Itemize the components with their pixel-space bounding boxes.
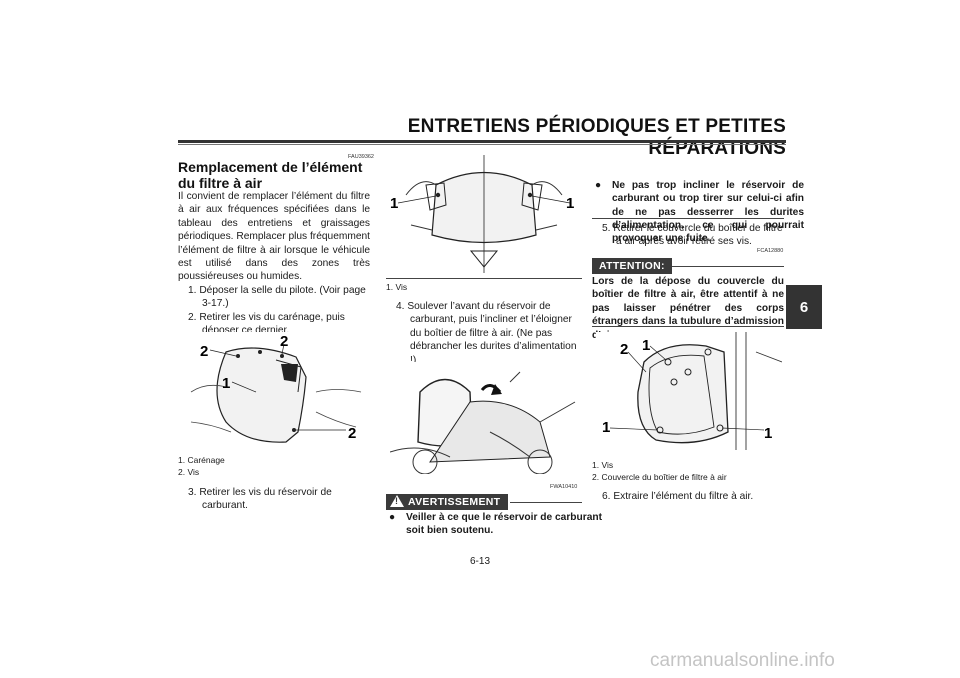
step-4: 4. Soulever l’avant du réservoir de carb…: [396, 301, 577, 366]
fig2-caption-1: 1. Vis: [386, 282, 408, 292]
section-heading: Remplacement de l’élément du filtre à ai…: [178, 159, 363, 191]
fig3-caption-2: 2. Couvercle du boîtier de filtre à air: [592, 472, 727, 482]
fig2-label-left: 1: [390, 195, 398, 212]
caution-bullet: ● Ne pas trop incliner le réservoir de c…: [592, 179, 804, 246]
chapter-tab: 6: [786, 285, 822, 329]
bullet-icon: ●: [389, 512, 396, 523]
fig3-label-screw-b: 1: [602, 419, 610, 436]
fig3-label-cover: 2: [620, 341, 628, 358]
warning-code: FWA10410: [550, 484, 578, 490]
fairing-figure: 2 2 1 2: [186, 332, 364, 450]
bullet-icon: ●: [595, 179, 602, 191]
header-rule-thin: [178, 144, 786, 145]
step-2: 2. Retirer les vis du carénage, puis dép…: [188, 311, 345, 337]
attention-label: ATTENTION:: [592, 256, 672, 274]
step-6-block: 6. Extraire l’élément du filtre à air.: [592, 490, 784, 503]
step-5-block: 5. Retirer le couvercle du boîtier de fi…: [592, 222, 784, 249]
page-title: ENTRETIENS PÉRIODIQUES ET PETITES RÉPARA…: [407, 116, 786, 159]
fig1-caption-2: 2. Vis: [178, 467, 200, 477]
watermark: carmanualsonline.info: [650, 650, 835, 671]
step-3-block: 3. Retirer les vis du réservoir de carbu…: [178, 486, 370, 513]
fig3-label-screw-a: 1: [642, 337, 650, 354]
section-code: FAU39362: [348, 154, 374, 160]
fig2-label-right: 1: [566, 195, 574, 212]
fig2-rule: [386, 278, 582, 279]
step-5: 5. Retirer le couvercle du boîtier de fi…: [602, 223, 783, 248]
airbox-cover-figure: 2 1 1 1: [596, 332, 782, 454]
fig1-label-screw-b: 2: [280, 333, 288, 350]
fig3-caption-1: 1. Vis: [592, 460, 614, 470]
step-4-block: 4. Soulever l’avant du réservoir de carb…: [386, 300, 582, 367]
lift-tank-figure: [390, 362, 580, 474]
warning-label: ! AVERTISSEMENT: [386, 492, 509, 510]
intro-paragraph: Il convient de remplacer l’élément du fi…: [178, 191, 370, 283]
warning-rule: [510, 502, 582, 503]
fig1-label-screw-a: 2: [200, 343, 208, 360]
fig1-caption-1: 1. Carénage: [178, 455, 225, 465]
attention-code: FCA12880: [757, 248, 784, 254]
fig3-label-screw-c: 1: [764, 425, 772, 442]
warning-label-text: AVERTISSEMENT: [408, 496, 501, 508]
attention-label-text: ATTENTION:: [592, 258, 672, 274]
warning-bullet: ● Veiller à ce que le réservoir de carbu…: [386, 511, 602, 538]
tank-screws-figure: 1 1: [386, 155, 582, 275]
warning-text: Veiller à ce que le réservoir de carbura…: [406, 512, 602, 537]
warning-triangle-icon: !: [395, 496, 399, 506]
fig1-label-fairing: 1: [222, 375, 230, 392]
attention-end-rule: [592, 326, 784, 327]
step-1: 1. Déposer la selle du pilote. (Voir pag…: [188, 284, 366, 310]
left-column: Il convient de remplacer l’élément du fi…: [178, 190, 370, 337]
step-6: 6. Extraire l’élément du filtre à air.: [602, 491, 754, 502]
step-3: 3. Retirer les vis du réservoir de carbu…: [188, 487, 332, 512]
header-rule: [178, 140, 786, 143]
caution-bullet-text: Ne pas trop incliner le réservoir de car…: [612, 179, 804, 245]
bullet-end-rule: [592, 218, 784, 219]
fig1-label-screw-c: 2: [348, 425, 356, 442]
attention-rule: [672, 266, 784, 267]
page-number: 6-13: [469, 556, 490, 567]
